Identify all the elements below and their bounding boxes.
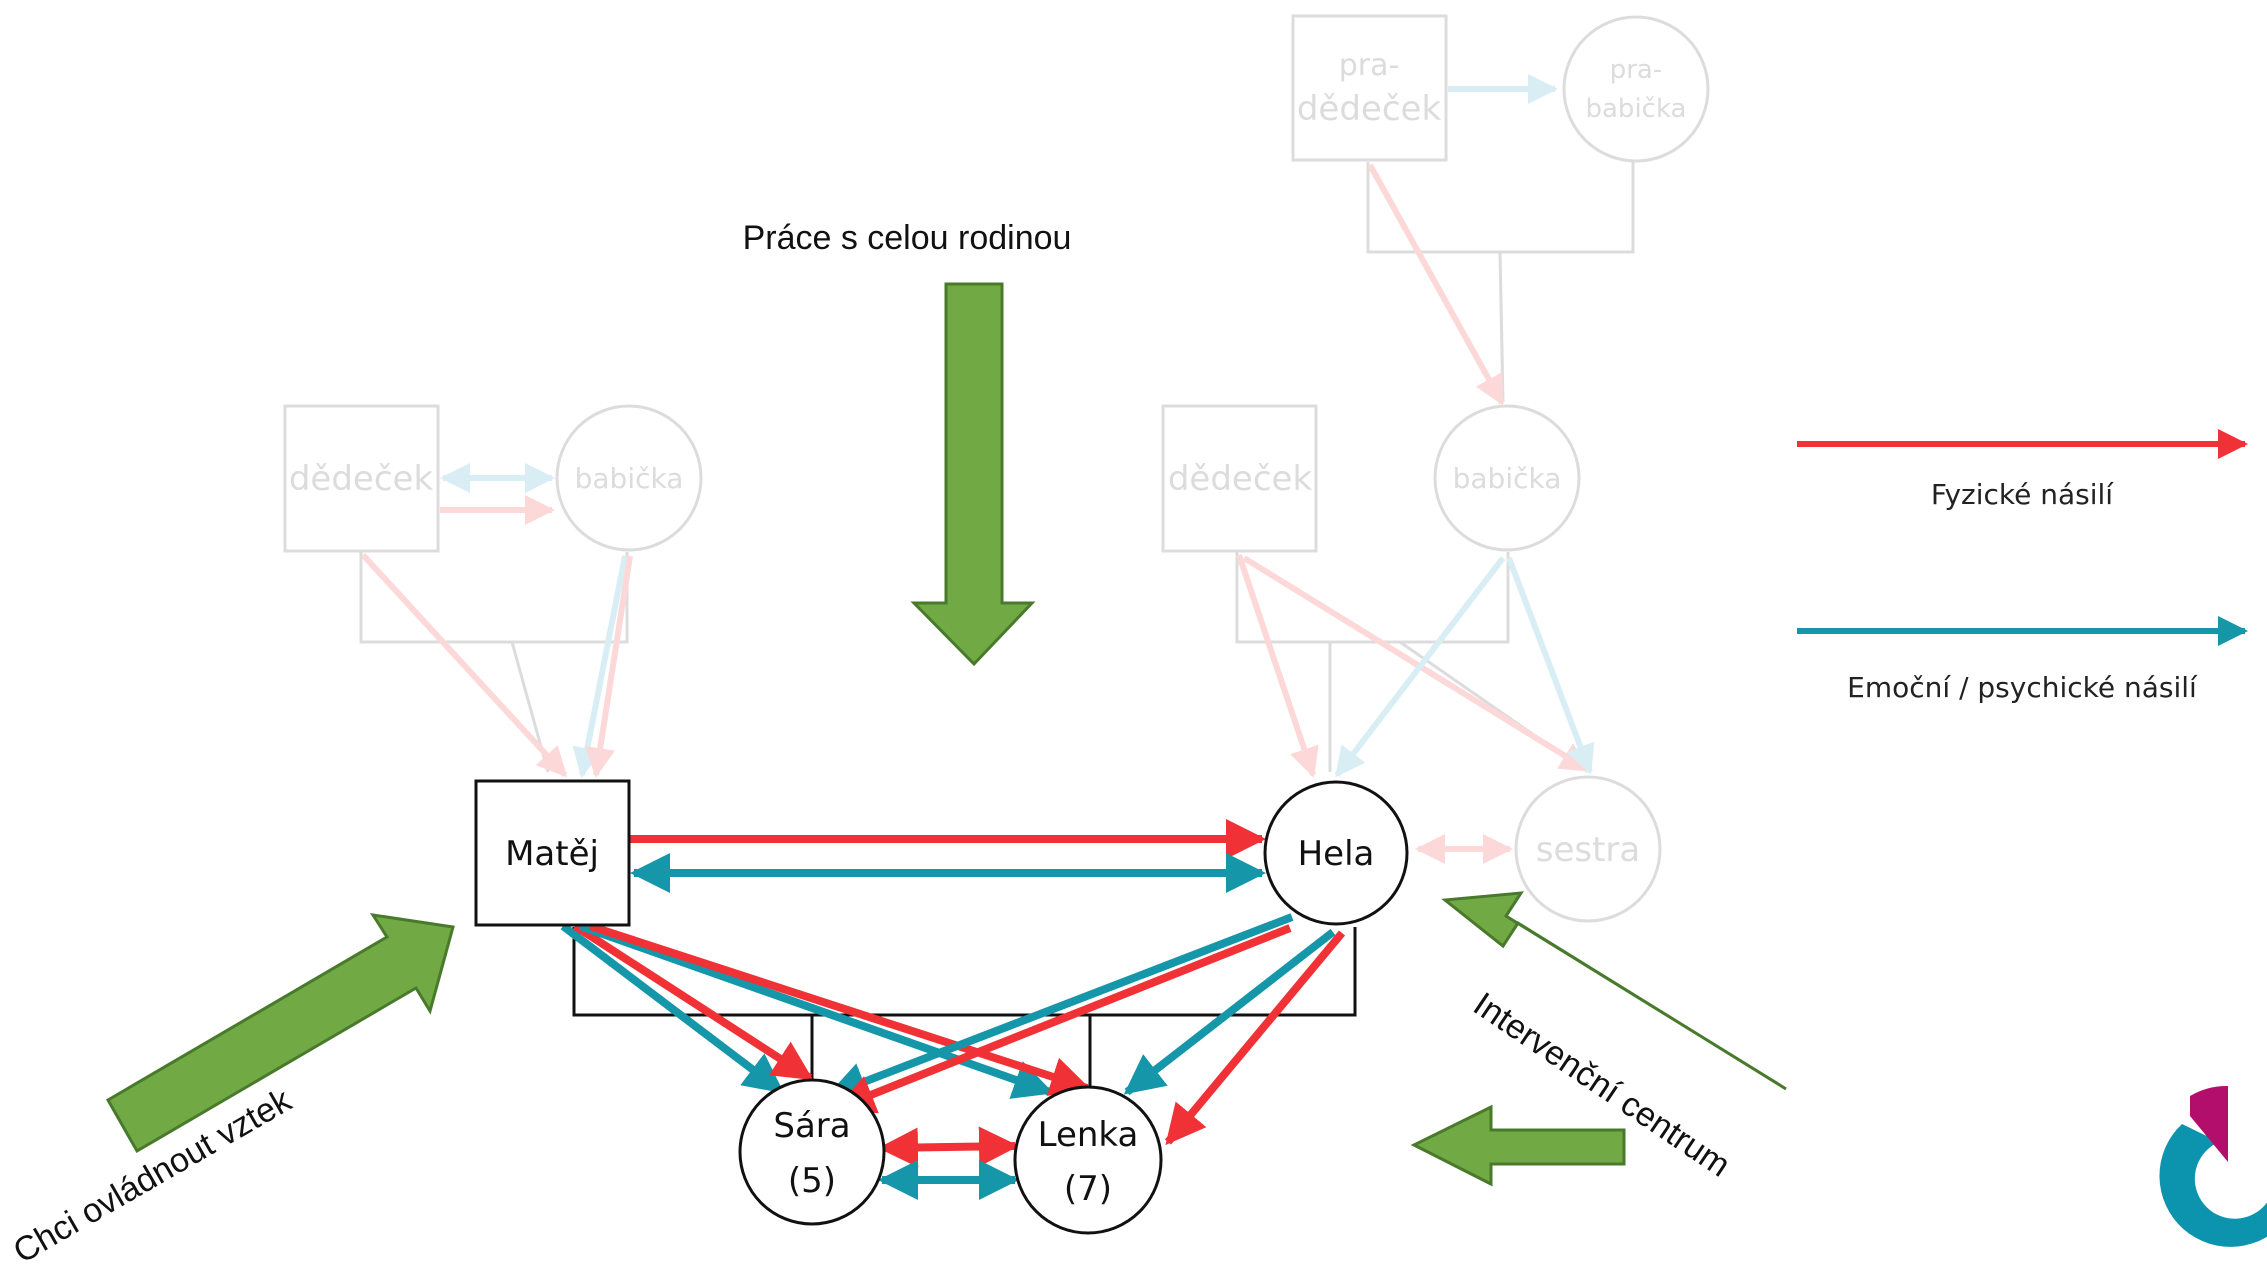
- annotation-top: Práce s celou rodinou: [743, 219, 1072, 257]
- lenka-node: [1013, 1085, 1163, 1235]
- up-left-arrow-icon: [1441, 891, 1787, 1091]
- arrow-hela-lenka-blue: [1123, 928, 1336, 1096]
- lenka-label-2: (7): [1064, 1169, 1112, 1209]
- dedecek-left-node: [283, 404, 440, 553]
- arrow-matej-lenka-red: [588, 922, 1091, 1096]
- sara-label-1: Sára: [773, 1106, 850, 1146]
- dedecek-left-label: dědeček: [289, 459, 434, 499]
- up-right-arrow-icon: [105, 913, 455, 1154]
- faded-nodes: [283, 14, 1710, 923]
- main-nodes: [474, 779, 1409, 1235]
- arrow-hela-sara-red: [834, 924, 1292, 1114]
- legend-emotional-label: Emoční / psychické násilí: [1847, 671, 2198, 704]
- babicka-right-label: babička: [1453, 462, 1562, 495]
- babicka-left-label: babička: [575, 462, 684, 495]
- sestra-label: sestra: [1536, 830, 1641, 870]
- babicka-right-node: [1433, 404, 1581, 552]
- arrow-hela-lenka-red: [1164, 930, 1346, 1146]
- lenka-label-1: Lenka: [1038, 1115, 1139, 1155]
- faded-relationship-arrows: [360, 74, 1595, 864]
- arrow-matej-sara-red: [572, 922, 814, 1082]
- matej-label: Matěj: [505, 834, 599, 874]
- matej-node: [474, 779, 631, 927]
- arrow-sara-lenka-red: [878, 1126, 1019, 1168]
- pra-dedecek-node: [1291, 14, 1448, 162]
- arrow-matej-sara-blue: [560, 922, 785, 1095]
- violence-arrows: [560, 819, 1346, 1200]
- sara-label-2: (5): [788, 1161, 836, 1201]
- pra-babicka-label-1: pra-: [1610, 55, 1663, 85]
- pra-dedecek-label-2: dědeček: [1297, 89, 1442, 129]
- main-node-labels: Matěj Hela Sára (5) Lenka (7): [505, 834, 1374, 1209]
- arrow-hela-sara-blue: [826, 913, 1294, 1101]
- faded-node-labels: pra- dědeček pra- babička dědeček babičk…: [289, 48, 1687, 870]
- dedecek-right-node: [1161, 404, 1318, 553]
- dedecek-right-label: dědeček: [1168, 459, 1313, 499]
- intervention-arrows: [105, 282, 1787, 1187]
- sestra-node: [1514, 775, 1662, 923]
- pra-babicka-node: [1562, 15, 1710, 163]
- sara-node: [738, 1078, 886, 1226]
- logo-icon: [2159, 1085, 2267, 1247]
- main-family-lines: [572, 927, 1357, 1102]
- babicka-left-node: [555, 404, 703, 552]
- legend-physical-label: Fyzické násilí: [1931, 478, 2114, 511]
- hela-label: Hela: [1298, 834, 1375, 874]
- pra-dedecek-label-1: pra-: [1339, 48, 1400, 83]
- faded-family-lines: [359, 162, 1635, 773]
- hela-node: [1263, 780, 1409, 926]
- pra-babicka-label-2: babička: [1586, 94, 1687, 124]
- arrow-matej-lenka-blue: [578, 922, 1054, 1099]
- legend: Fyzické násilí Emoční / psychické násilí: [1797, 429, 2248, 704]
- down-arrow-icon: [910, 282, 1036, 667]
- left-arrow-icon: [1410, 1104, 1626, 1187]
